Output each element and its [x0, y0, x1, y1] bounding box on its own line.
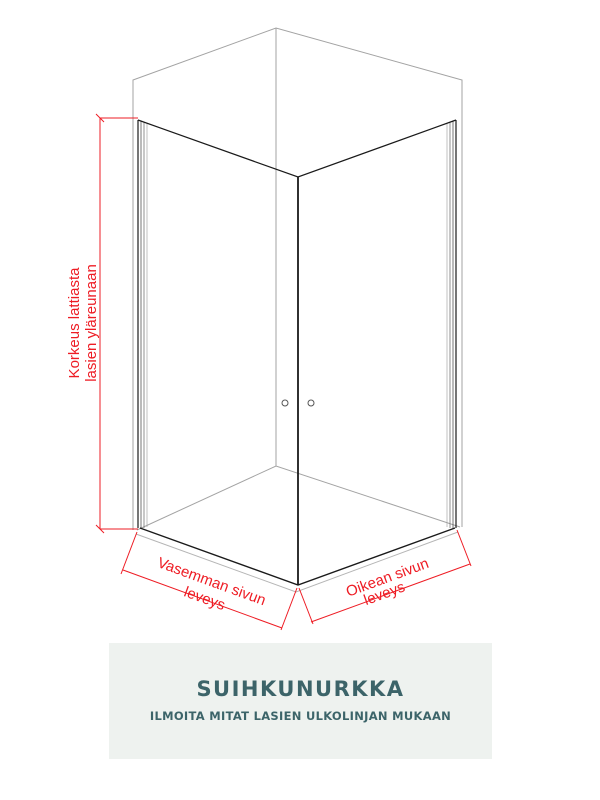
- height-dimension: [95, 113, 138, 534]
- height-label-line2: lasien yläreunaan: [83, 264, 100, 382]
- right-door-handle-icon: [307, 399, 315, 407]
- glass-panels: [137, 119, 457, 586]
- caption-subtitle: ILMOITA MITAT LASIEN ULKOLINJAN MUKAAN: [149, 709, 452, 723]
- shower-corner-diagram: Korkeus lattiasta lasien yläreunaan Vase…: [66, 27, 472, 631]
- left-width-dimension: [120, 531, 298, 631]
- height-label-line1: Korkeus lattiasta: [66, 267, 83, 379]
- room-walls: [132, 27, 463, 593]
- caption-box: SUIHKUNURKKA ILMOITA MITAT LASIEN ULKOLI…: [109, 643, 492, 759]
- left-door-handle-icon: [281, 399, 289, 407]
- right-width-dimension: [298, 529, 472, 625]
- caption-title: SUIHKUNURKKA: [196, 677, 405, 701]
